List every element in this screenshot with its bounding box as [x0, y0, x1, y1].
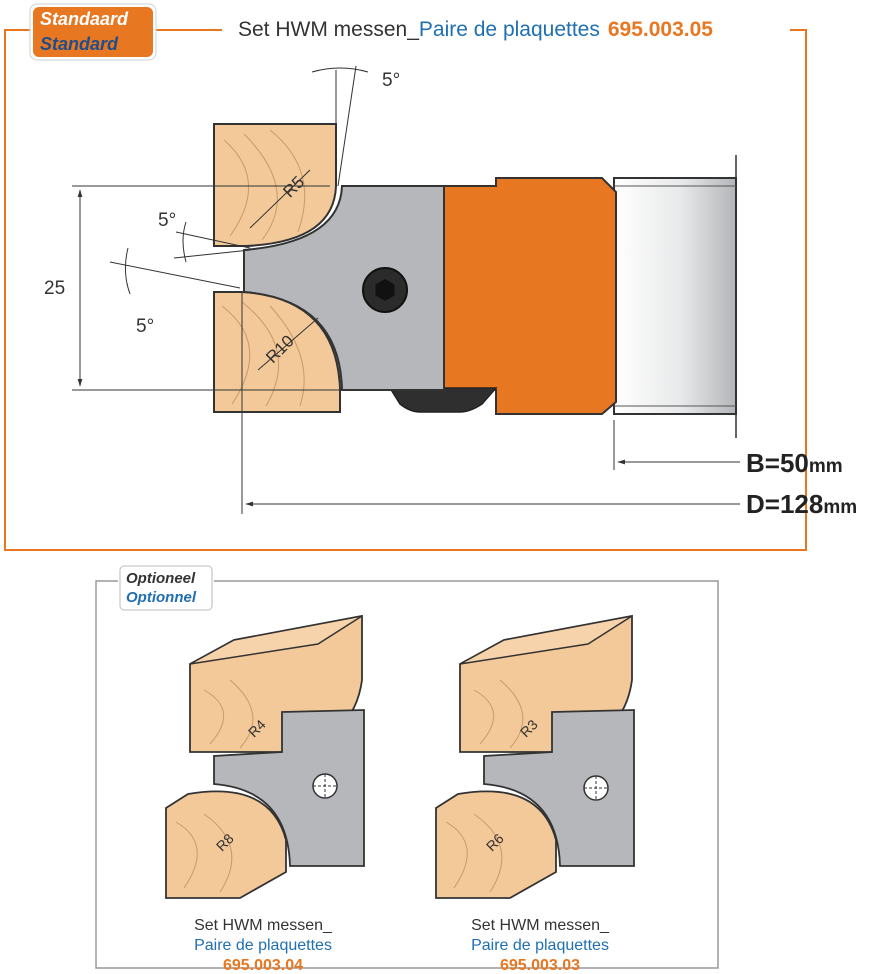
height-label: 25	[44, 278, 65, 299]
left-set-label-nl: Set HWM messen_	[194, 917, 333, 934]
optional-badge-line2: Optionnel	[126, 589, 197, 606]
bore-label: B=50mm	[746, 448, 843, 478]
angle-low-label: 5°	[136, 316, 154, 337]
angle-top-label: 5°	[382, 70, 400, 91]
left-set-label-fr: Paire de plaquettes	[194, 937, 332, 954]
standard-badge: Standaard Standard	[29, 3, 157, 61]
standard-badge-line1: Standaard	[40, 9, 129, 29]
angle-mid-label: 5°	[158, 210, 176, 231]
diameter-value: D=128	[746, 489, 823, 519]
wood-workpiece-top	[213, 123, 337, 247]
diameter-label: D=128mm	[746, 489, 857, 519]
cutter-body	[441, 177, 617, 415]
wood-workpiece-bottom	[213, 291, 341, 413]
optional-badge-line1: Optioneel	[126, 570, 196, 587]
clamp-wedge	[388, 387, 498, 413]
optional-set-right: R3 R6 Set HWM messen_ Paire de plaquette…	[435, 614, 635, 974]
right-set-label-nl: Set HWM messen_	[471, 917, 610, 934]
right-set-label-fr: Paire de plaquettes	[471, 937, 609, 954]
standard-badge-line2: Standard	[40, 34, 119, 54]
optional-frame	[95, 580, 719, 969]
standard-title-fr: Paire de plaquettes	[419, 18, 600, 41]
spindle-shaft	[613, 155, 737, 438]
optional-set-left: R4 R8 Set HWM messen_ Paire de plaquette…	[165, 614, 365, 974]
optional-badge: Optioneel Optionnel	[119, 565, 213, 611]
left-set-code: 695.003.04	[223, 957, 303, 974]
right-set-code: 695.003.03	[500, 957, 580, 974]
diameter-unit: mm	[823, 497, 857, 518]
dimension-lines	[72, 65, 740, 514]
bore-unit: mm	[809, 456, 843, 477]
standard-title-nl: Set HWM messen_	[238, 18, 419, 41]
standard-title: Set HWM messen_Paire de plaquettes 695.00…	[238, 18, 713, 41]
standard-title-code: 695.003.05	[608, 18, 713, 41]
bore-value: B=50	[746, 448, 809, 478]
